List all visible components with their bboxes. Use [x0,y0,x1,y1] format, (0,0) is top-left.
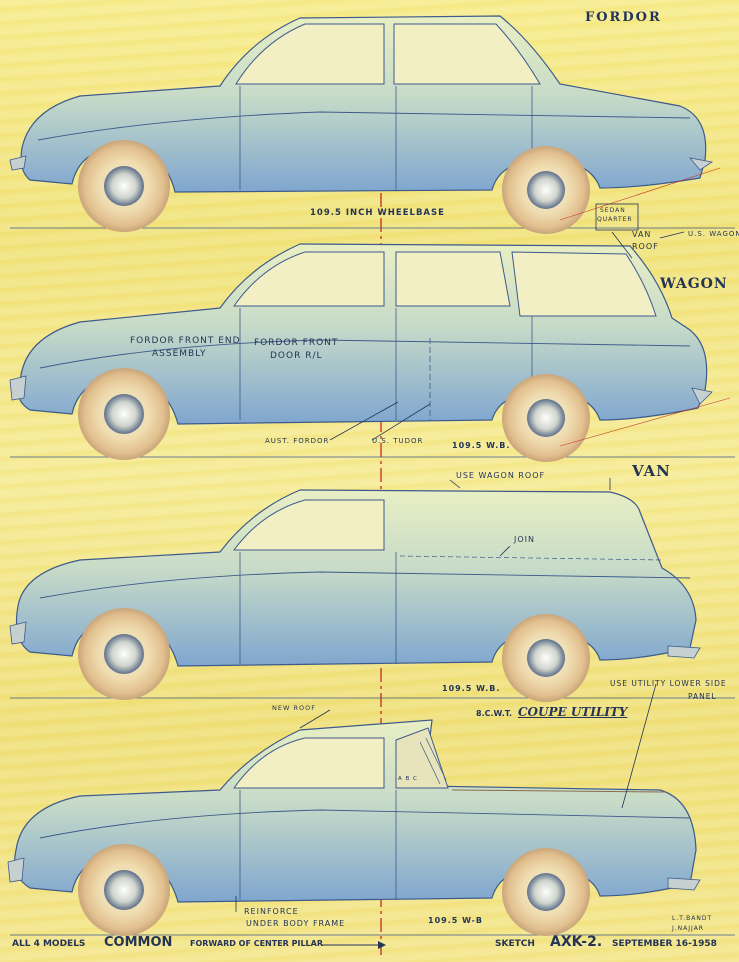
sedan-quarter-box [595,203,639,231]
sedan-quarter-label-1: SEDAN [600,207,626,214]
front-door-label-1: FORDOR FRONT [254,338,339,348]
front-end-label-2: ASSEMBLY [152,349,207,359]
wheelbase-label-3: 109.5 W.B. [442,684,501,693]
title-van: VAN [632,462,671,480]
abc-label: A B C [398,776,418,782]
wheelbase-label-2: 109.5 W.B. [452,441,511,450]
title-coupe-utility: COUPE UTILITY [518,705,628,719]
utility-leader-line [621,683,657,809]
wagon-drawing [9,243,713,462]
sketch-date: SEPTEMBER 16-1958 [612,939,717,949]
initials-2: J.NAJJAR [672,925,704,932]
van-roof-label-2: ROOF [632,242,659,251]
join-label: JOIN [514,535,535,544]
initials-1: L.T.BANDT [672,915,713,922]
red-construction-line-2 [559,397,731,447]
us-tudor-label: U.S. TUDOR [372,437,424,445]
sedan-quarter-label-2: QUARTER [597,216,633,223]
reinforce-label-1: REINFORCE [244,907,299,916]
front-door-label-2: DOOR R/L [270,351,323,361]
use-wagon-roof-label: USE WAGON ROOF [456,471,546,480]
van-drawing [9,478,701,702]
coupe-utility-prefix: 8.C.W.T. [476,709,513,718]
new-roof-label: NEW ROOF [272,704,316,712]
footer-all-models: ALL 4 MODELS [12,939,86,949]
coupe-utility-drawing [7,709,701,936]
fordor-sedan-drawing [9,15,714,234]
sketch-id: AXK-2. [550,934,603,950]
van-roof-label-1: VAN [632,230,652,239]
sketch-label: SKETCH [495,939,535,949]
us-wagon-label: U.S. WAGON [688,230,739,238]
use-utility-label-2: PANEL [688,692,717,701]
wheelbase-label-4: 109.5 W-B [428,916,483,925]
title-fordor: FORDOR [585,10,662,25]
front-end-label-1: FORDOR FRONT END [130,336,241,346]
footer-forward-of-center: FORWARD OF CENTER PILLAR [190,939,324,948]
footer-common: COMMON [104,935,173,950]
reinforce-label-2: UNDER BODY FRAME [246,919,346,928]
wheelbase-label-1: 109.5 INCH WHEELBASE [310,208,445,218]
red-construction-line-1 [559,167,721,221]
use-utility-label-1: USE UTILITY LOWER SIDE [610,679,727,688]
title-wagon: WAGON [660,276,728,292]
aust-fordor-label: AUST. FORDOR [265,437,330,445]
